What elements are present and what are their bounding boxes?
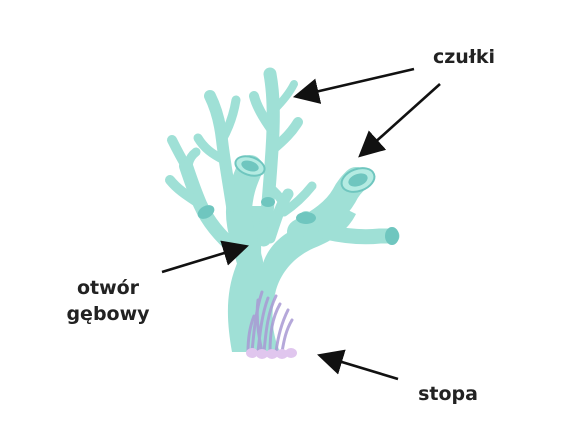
label-tentacles: czułki <box>432 46 496 68</box>
label-mouth: otwór gębowy <box>58 275 158 327</box>
arrows <box>161 67 441 381</box>
arrow-mouth <box>161 240 249 274</box>
arrow-tentacles-1 <box>292 67 415 104</box>
arrow-foot <box>317 349 399 381</box>
tentacle-openings <box>197 155 399 245</box>
foot-stripes <box>246 290 294 354</box>
label-foot: stopa <box>418 383 478 405</box>
label-mouth-line2: gębowy <box>66 303 150 325</box>
foot-base <box>246 348 297 359</box>
label-mouth-line1: otwór <box>76 277 140 299</box>
arrow-tentacles-2 <box>358 83 441 158</box>
